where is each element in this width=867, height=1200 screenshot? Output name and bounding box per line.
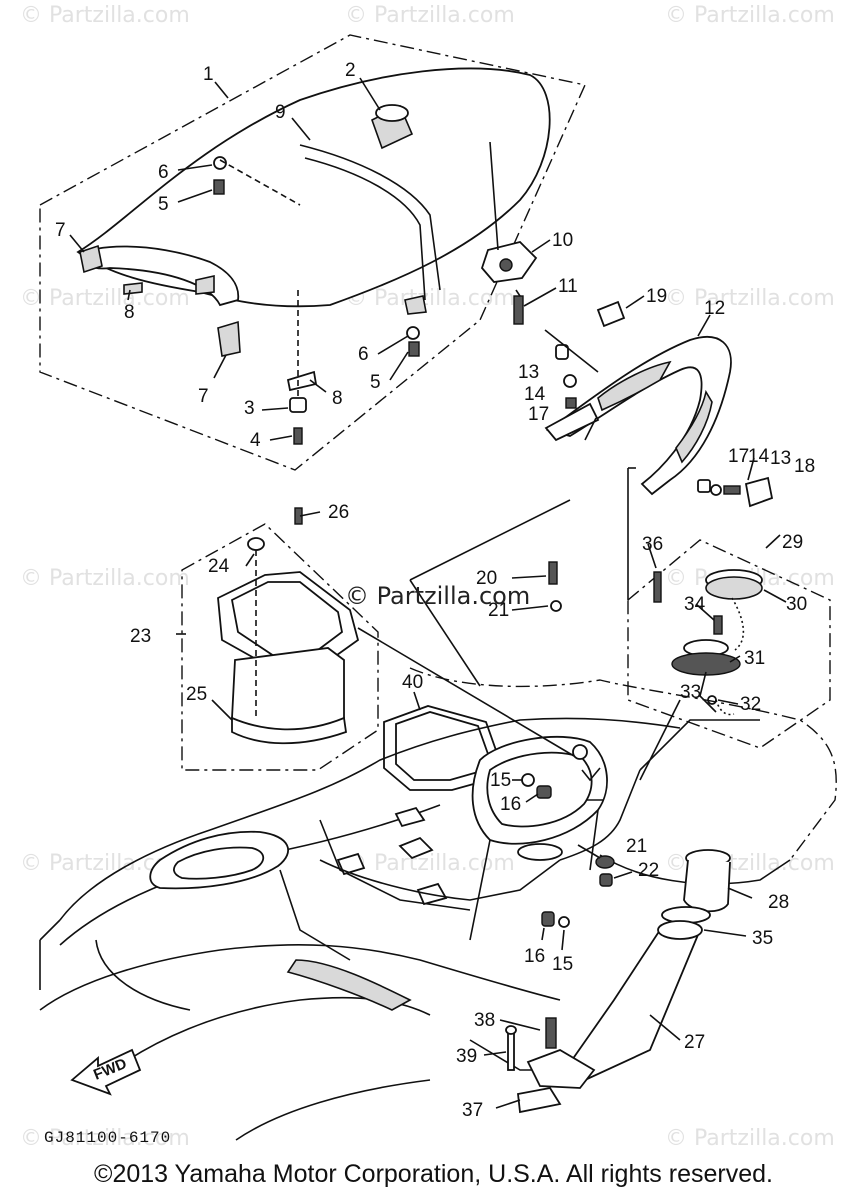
callout-8: 8 [124, 302, 135, 323]
callout-35: 35 [752, 928, 773, 949]
storage-group-outline [181, 523, 379, 771]
watermark: © Partzilla.com [20, 3, 190, 28]
watermark: © Partzilla.com [665, 286, 835, 311]
diagram-code: GJ81100-6170 [44, 1129, 171, 1147]
seat [76, 67, 551, 357]
callout-18: 18 [794, 456, 815, 477]
callout-8: 8 [332, 388, 343, 409]
watermark: © Partzilla.com [345, 286, 515, 311]
callout-31: 31 [744, 648, 765, 669]
callout-6: 6 [158, 162, 169, 183]
callout-25: 25 [186, 684, 207, 705]
storage-box [217, 507, 360, 745]
callout-14: 14 [748, 446, 770, 467]
callout-39: 39 [456, 1046, 477, 1067]
callout-36: 36 [642, 534, 663, 555]
watermark: © Partzilla.com [665, 3, 835, 28]
center-watermark: © Partzilla.com [345, 582, 530, 610]
callout-34: 34 [684, 594, 706, 615]
callout-32: 32 [740, 694, 761, 715]
callout-24: 24 [208, 556, 230, 577]
callout-37: 37 [462, 1100, 483, 1121]
callout-16: 16 [500, 794, 521, 815]
seat-hardware [213, 156, 420, 445]
callout-11: 11 [558, 276, 578, 297]
callout-7: 7 [198, 386, 209, 407]
callout-17: 17 [728, 446, 749, 467]
watermark: © Partzilla.com [20, 566, 190, 591]
filler-group-outline [627, 539, 831, 749]
callout-4: 4 [250, 430, 261, 451]
callout-14: 14 [524, 384, 546, 405]
fasteners-hull [521, 561, 615, 928]
callout-3: 3 [244, 398, 255, 419]
callout-19: 19 [646, 286, 667, 307]
grab-handle [544, 300, 774, 508]
callout-labels: 1 2 9 6 5 7 8 7 8 3 4 6 5 10 11 19 12 13… [55, 60, 815, 1121]
callout-13: 13 [518, 362, 539, 383]
leader-line [544, 329, 599, 441]
callout-33: 33 [680, 682, 701, 703]
watermark: © Partzilla.com [20, 286, 190, 311]
callout-27: 27 [684, 1032, 705, 1053]
callout-29: 29 [782, 532, 803, 553]
fwd-arrow: FWD [70, 1048, 142, 1096]
callout-30: 30 [786, 594, 807, 615]
callout-22: 22 [638, 860, 659, 881]
callout-38: 38 [474, 1010, 495, 1031]
callout-10: 10 [552, 230, 573, 251]
callout-6: 6 [358, 344, 369, 365]
callout-1: 1 [203, 64, 214, 85]
leader-lines [69, 77, 787, 1109]
callout-28: 28 [768, 892, 789, 913]
copyright-notice: ©2013 Yamaha Motor Corporation, U.S.A. A… [94, 1160, 773, 1188]
watermark: © Partzilla.com [345, 851, 515, 876]
callout-21: 21 [626, 836, 647, 857]
callout-15: 15 [552, 954, 573, 975]
callout-7: 7 [55, 220, 66, 241]
callout-15: 15 [490, 770, 511, 791]
seat-lock-parts [480, 141, 538, 325]
callout-17: 17 [528, 404, 549, 425]
callout-21: 21 [488, 600, 509, 621]
callout-20: 20 [476, 568, 497, 589]
bracket [505, 1017, 596, 1114]
callout-2: 2 [345, 60, 356, 81]
seat-group-outline [39, 34, 586, 471]
callout-12: 12 [704, 298, 725, 319]
callout-40: 40 [402, 672, 423, 693]
callout-5: 5 [158, 194, 169, 215]
callout-23: 23 [130, 626, 151, 647]
callout-13: 13 [770, 448, 791, 469]
gasket [383, 705, 499, 791]
watermark: © Partzilla.com [665, 1126, 835, 1151]
callout-16: 16 [524, 946, 545, 967]
watermark: © Partzilla.com [20, 1126, 190, 1151]
callout-26: 26 [328, 502, 349, 523]
watermark: © Partzilla.com [345, 3, 515, 28]
filler-cap [653, 569, 763, 716]
callout-5: 5 [370, 372, 381, 393]
callout-9: 9 [275, 102, 286, 123]
